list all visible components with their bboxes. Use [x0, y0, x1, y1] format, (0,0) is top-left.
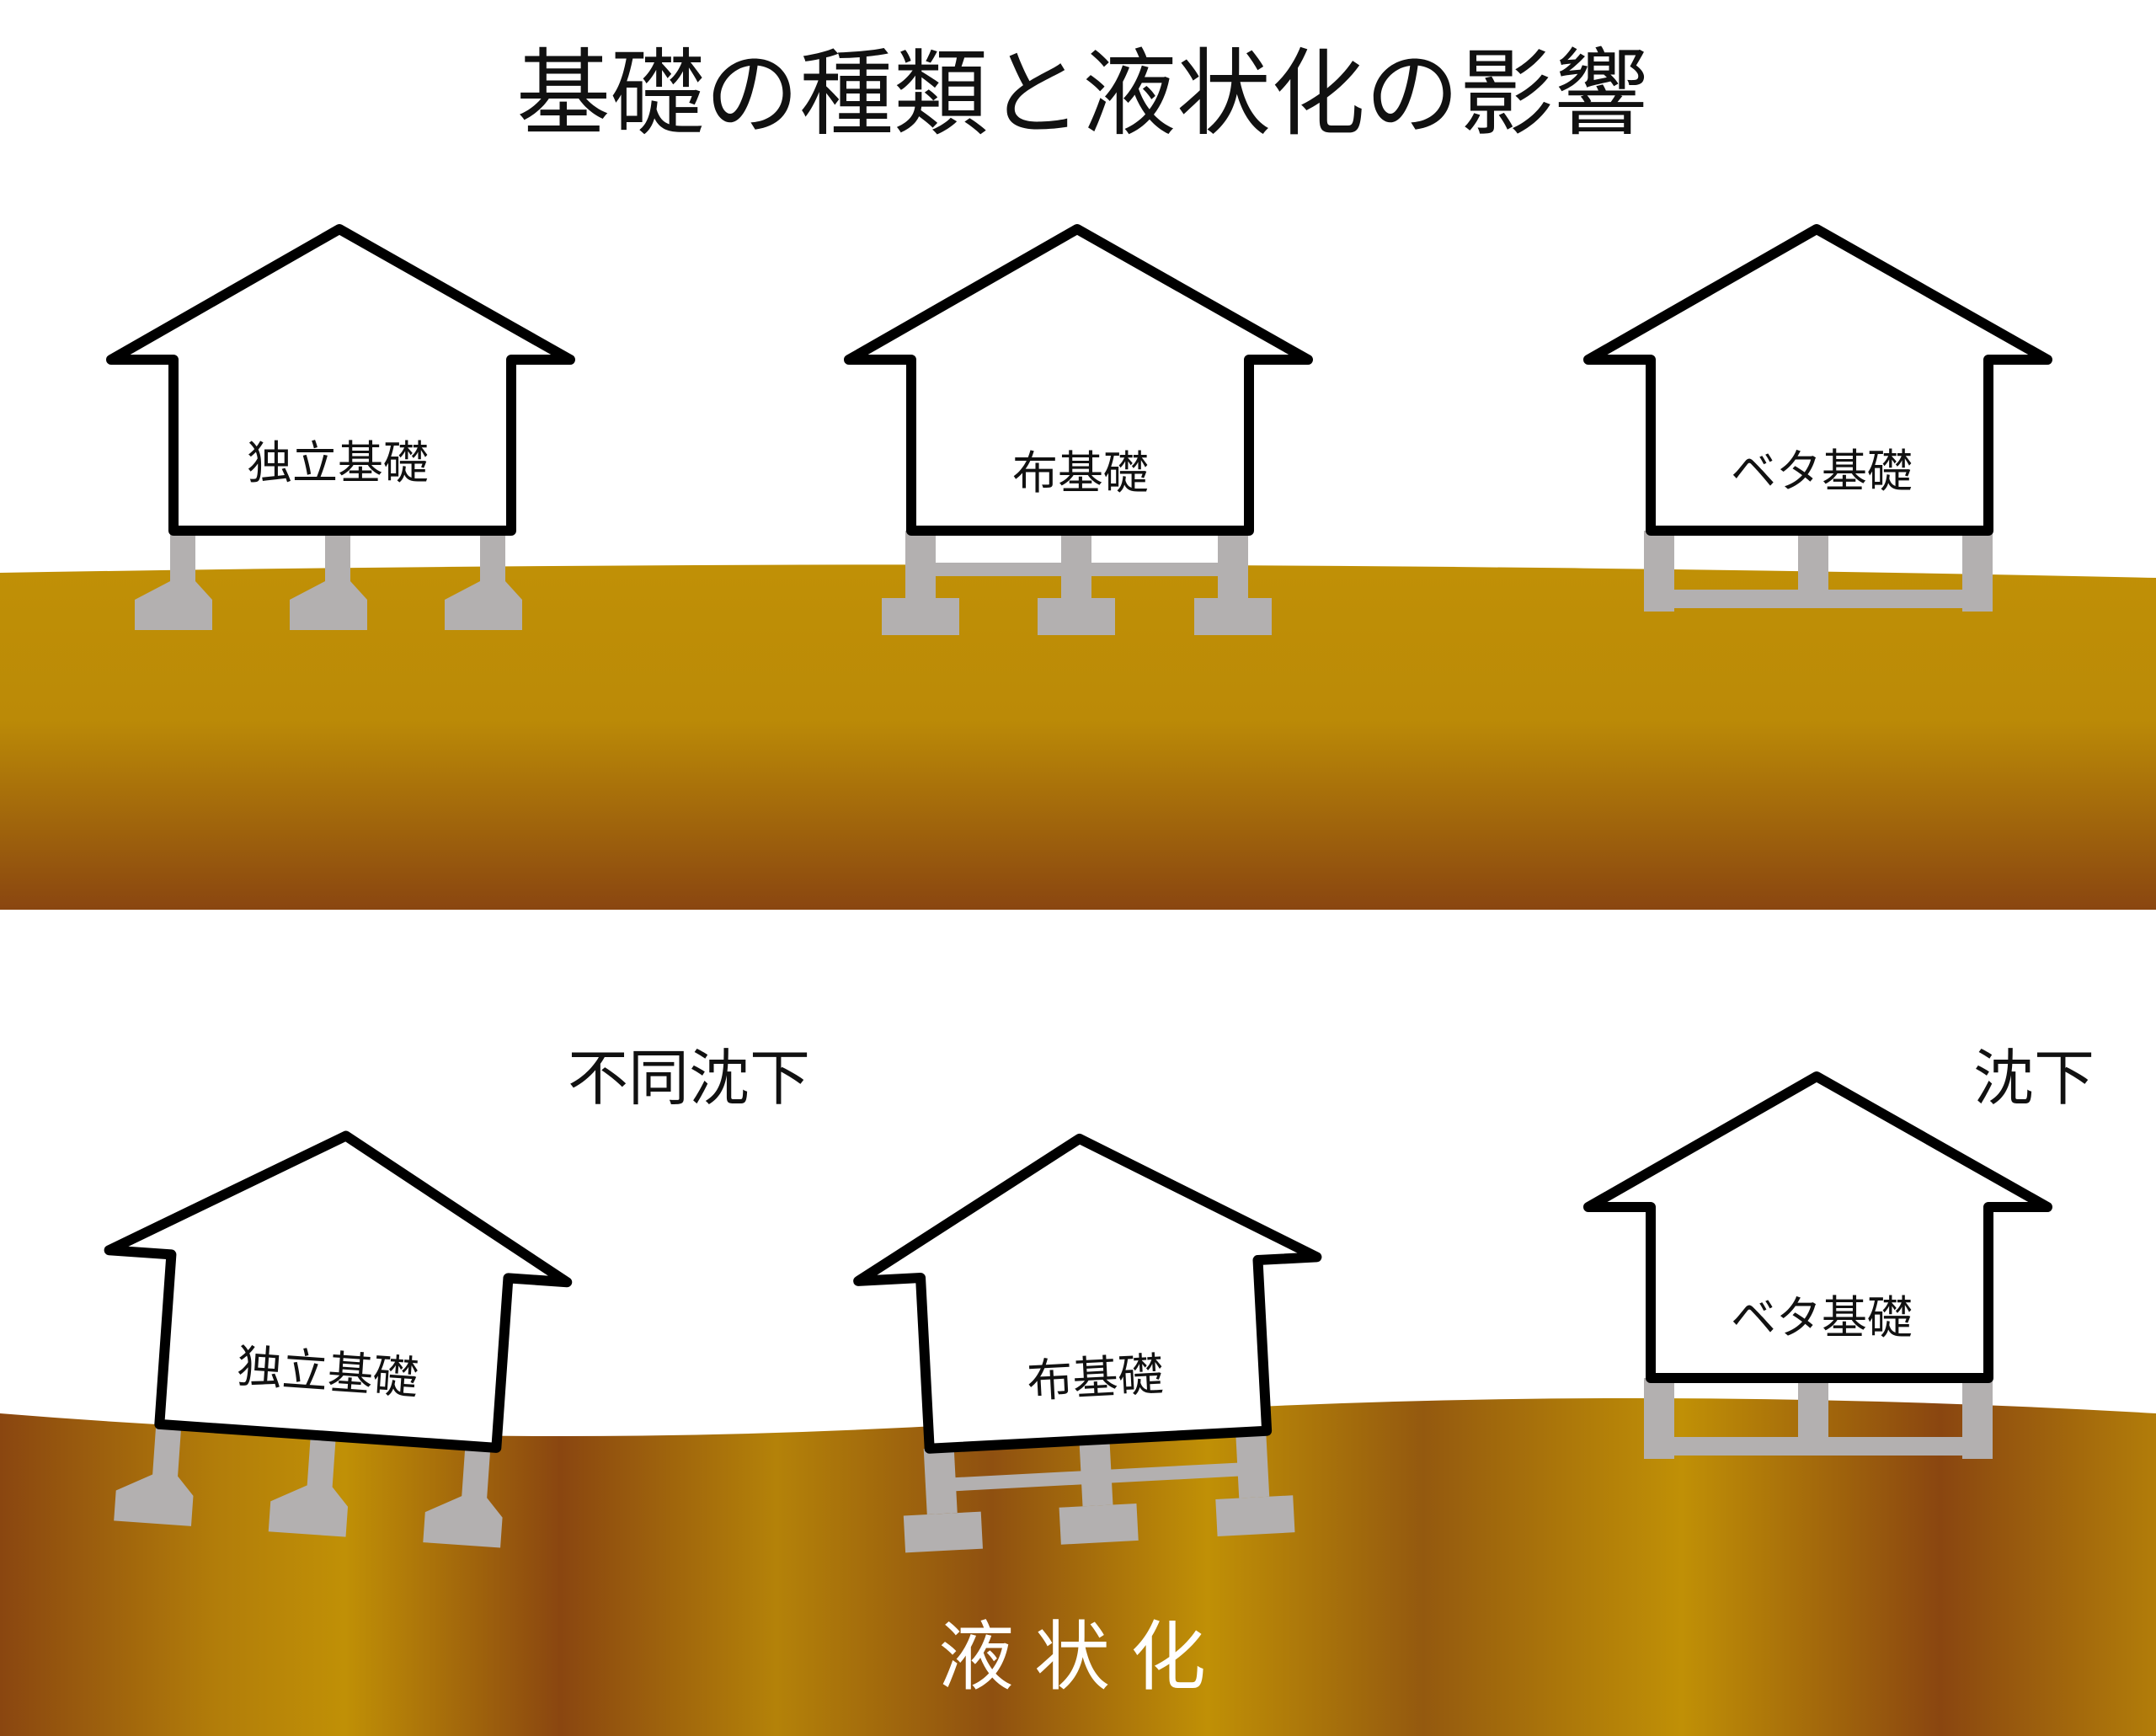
liquefaction-label: 液状化 — [938, 1613, 1226, 1701]
mat-wall — [1798, 531, 1828, 598]
house-label: 独立基礎 — [247, 436, 429, 489]
mat-wall — [1798, 1378, 1828, 1445]
independent-footings — [114, 1424, 503, 1548]
before-house-independent: 独立基礎 — [106, 224, 575, 630]
uneven-settlement-label: 不同沈下 — [568, 1043, 810, 1114]
strip-wall — [923, 1447, 958, 1515]
strip-foundation — [882, 531, 1272, 635]
strip-foundation — [903, 1430, 1295, 1553]
after-house-strip: 布基礎 — [853, 1133, 1322, 1553]
mat-foundation — [1644, 531, 1993, 612]
before-house-mat: ベタ基礎 — [1583, 224, 2052, 612]
house-outline — [853, 1133, 1322, 1454]
liquefied-ground — [0, 1397, 2156, 1736]
after-panel: 独立基礎 布基礎 ベタ基礎 — [0, 1043, 2156, 1736]
strip-wall — [1218, 531, 1248, 598]
strip-footing — [1194, 598, 1272, 635]
before-house-strip: 布基礎 — [844, 224, 1313, 635]
house-outline — [1583, 224, 2052, 536]
after-house-mat: ベタ基礎 — [1583, 1071, 2052, 1459]
house-outline — [104, 1130, 573, 1453]
before-panel: 独立基礎 布基礎 ベタ基礎 — [0, 224, 2156, 910]
footing — [114, 1424, 194, 1526]
house-outline — [1583, 1071, 2052, 1383]
footing — [290, 531, 367, 630]
footing — [423, 1445, 503, 1548]
strip-wall — [1235, 1430, 1270, 1498]
after-house-independent: 独立基礎 — [104, 1130, 573, 1548]
house-label: 布基礎 — [1026, 1348, 1165, 1407]
footing — [135, 531, 212, 630]
strip-footing — [1215, 1495, 1295, 1536]
diagram-title: 基礎の種類と液状化の影響 — [516, 40, 1648, 149]
strip-footing — [1038, 598, 1115, 635]
strip-footing — [882, 598, 959, 635]
settlement-label: 沈下 — [1973, 1043, 2095, 1114]
mat-foundation — [1644, 1378, 1993, 1459]
house-outline — [844, 224, 1313, 536]
mat-slab — [1644, 1437, 1993, 1456]
house-label: ベタ基礎 — [1731, 1291, 1913, 1344]
strip-wall — [1061, 531, 1091, 598]
independent-footings — [135, 531, 522, 630]
strip-footing — [1059, 1503, 1139, 1545]
normal-ground — [0, 564, 2156, 910]
strip-wall — [905, 531, 936, 598]
house-label: 独立基礎 — [235, 1339, 420, 1405]
house-label: 布基礎 — [1012, 446, 1149, 499]
house-label: ベタ基礎 — [1731, 445, 1913, 498]
house-outline — [106, 224, 575, 536]
strip-wall — [1079, 1439, 1113, 1507]
strip-footing — [903, 1511, 983, 1553]
footing — [268, 1434, 349, 1537]
footing — [445, 531, 522, 630]
mat-slab — [1644, 590, 1993, 608]
